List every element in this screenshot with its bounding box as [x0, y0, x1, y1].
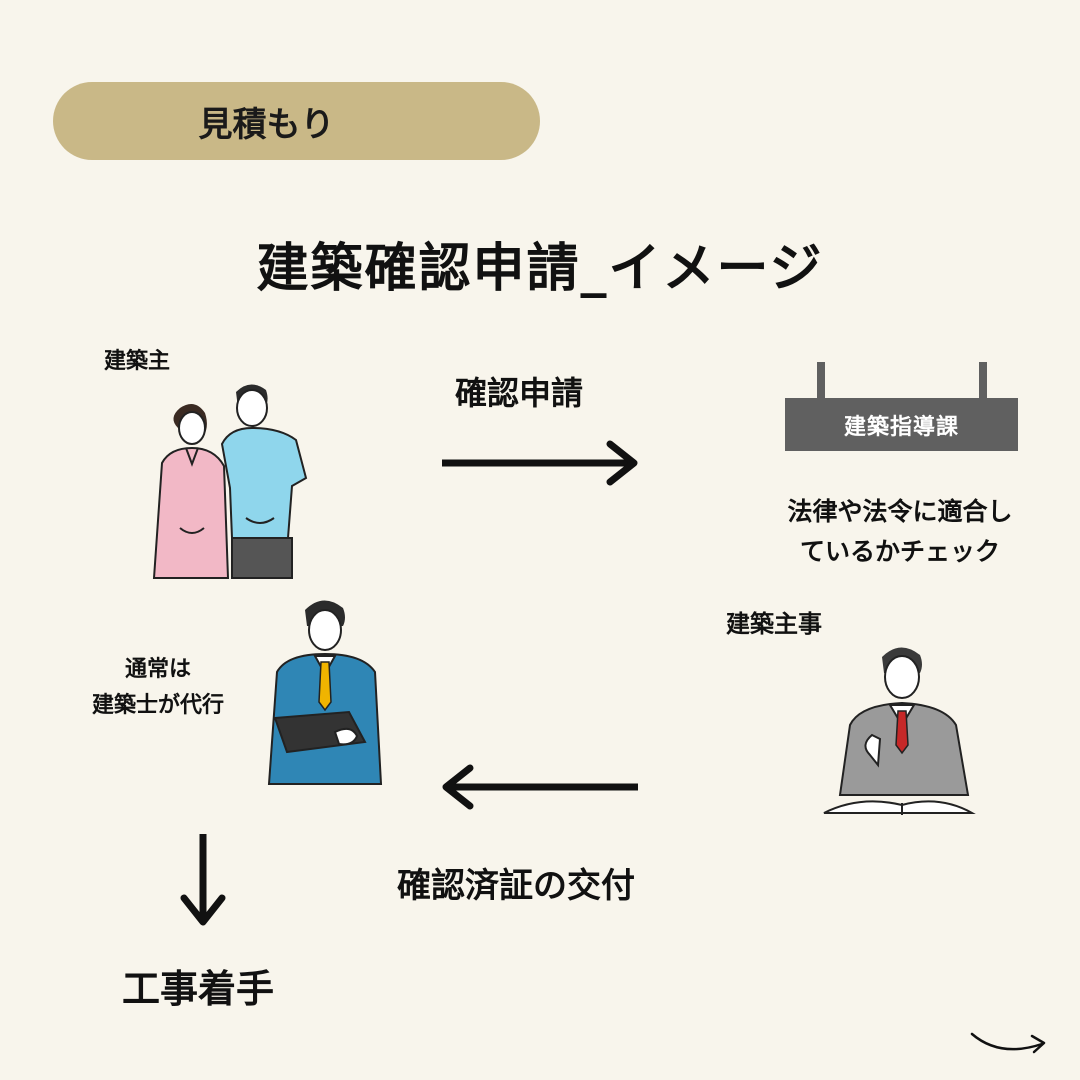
- owner-label: 建築主: [104, 349, 171, 374]
- man-figure: [220, 384, 308, 579]
- arrow-down-icon: [180, 834, 226, 926]
- inspector-label: 建築主事: [726, 610, 822, 638]
- proxy-line-2: 建築士が代行: [91, 693, 224, 718]
- arrow-left-icon: [442, 764, 638, 810]
- proxy-description: 通常は 建築士が代行: [58, 652, 258, 724]
- couple-illustration: [152, 384, 308, 579]
- check-line-1: 法律や法令に適合し: [787, 497, 1013, 526]
- header-badge: 見積もり: [53, 82, 540, 160]
- page-title: 建築確認申請_イメージ: [256, 239, 824, 299]
- swipe-arrow-icon[interactable]: [970, 1028, 1050, 1058]
- issuance-label: 確認済証の交付: [397, 866, 635, 906]
- woman-figure: [152, 404, 230, 579]
- department-sign: 建築指導課: [785, 398, 1018, 451]
- department-label: 建築指導課: [843, 414, 959, 440]
- arrow-right-icon: [442, 440, 638, 486]
- architect-illustration: [267, 600, 383, 785]
- construction-start-label: 工事着手: [122, 967, 275, 1011]
- header-badge-label: 見積もり: [198, 104, 335, 145]
- sign-post-right: [979, 362, 987, 402]
- check-line-2: ているかチェック: [799, 537, 1000, 566]
- check-description: 法律や法令に適合し ているかチェック: [760, 492, 1040, 572]
- proxy-line-1: 通常は: [124, 657, 191, 682]
- application-label: 確認申請: [455, 374, 584, 412]
- inspector-illustration: [823, 647, 976, 815]
- sign-post-left: [817, 362, 825, 402]
